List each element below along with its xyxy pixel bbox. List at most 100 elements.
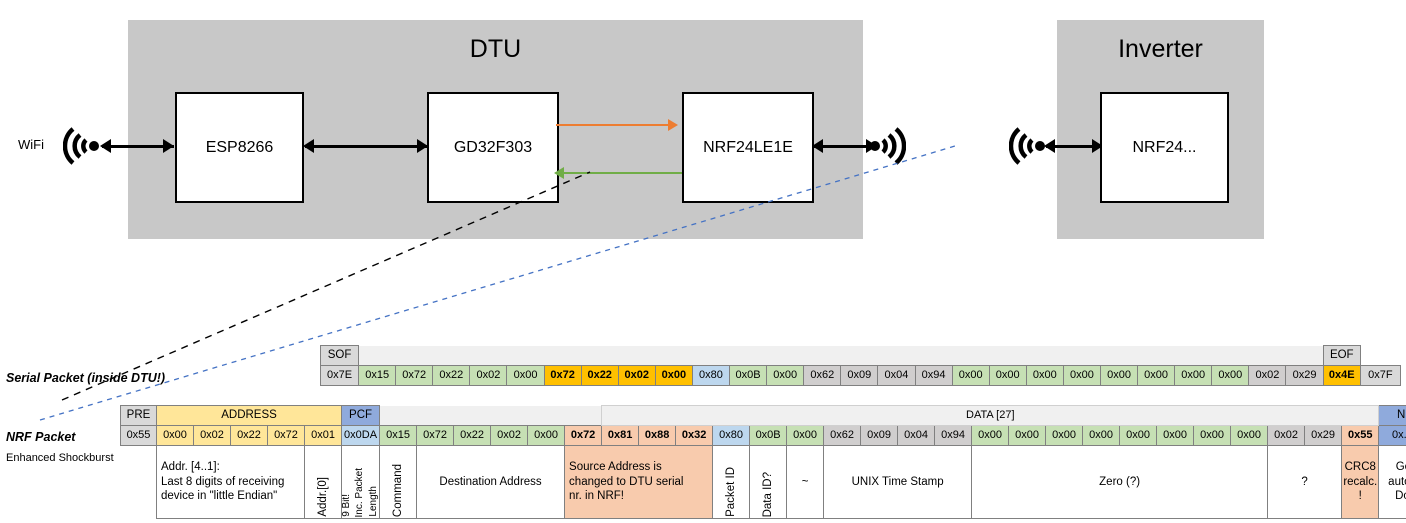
nrf-byte-cell: 0x29: [1304, 425, 1343, 446]
nrf-byte-cell: 0x01: [303, 425, 343, 446]
nrf-byte-cell: 0x04: [897, 425, 936, 446]
serial-byte-cell: 0x00: [506, 365, 545, 386]
dtu-rf-antenna-icon: [870, 127, 906, 165]
nrf-byte-cell: 0x00: [786, 425, 825, 446]
nrf-byte-cell: 0x00: [971, 425, 1010, 446]
nrf-desc-spacer: [121, 446, 157, 519]
nrf-byte-cell: 0x00: [527, 425, 566, 446]
nrf-byte-cell: 0x72: [267, 425, 305, 446]
nrf-desc-cell: Addr.[0]: [303, 445, 343, 519]
serial-byte-cell: 0x94: [914, 365, 953, 386]
nrf-byte-cell: 0x88: [638, 425, 677, 446]
nrf-byte-cell: 0x02: [1267, 425, 1306, 446]
serial-byte-cell: 0x00: [654, 365, 693, 386]
gd32-nrf-tx-link: [556, 124, 671, 126]
nrf-byte-cell: 0x02: [490, 425, 529, 446]
nrf-byte-cell: 0x22: [230, 425, 268, 446]
nrf-header-cell: NRF CRC: [1378, 405, 1406, 426]
serial-packet-label: Serial Packet (inside DTU!): [6, 371, 166, 385]
nrf-byte-cell: 0x09: [860, 425, 899, 446]
serial-byte-cell: 0x80: [691, 365, 731, 386]
dtu-title: DTU: [469, 35, 522, 63]
serial-byte-cell: 0x22: [580, 365, 619, 386]
serial-byte-cell: 0x62: [803, 365, 842, 386]
nrf-byte-cell: 0x55: [120, 425, 157, 446]
serial-byte-cell: 0x02: [1248, 365, 1287, 386]
serial-byte-cell: 0x00: [1062, 365, 1101, 386]
inverter-title: Inverter: [1118, 35, 1203, 63]
nrf-byte-cell: 0x72: [564, 425, 603, 446]
serial-byte-cell: 0x00: [988, 365, 1027, 386]
nrf-desc-cell: ?: [1267, 445, 1343, 519]
serial-byte-cell: 0x29: [1285, 365, 1324, 386]
serial-byte-cell: 0x02: [617, 365, 656, 386]
wifi-esp-arrow-right: [163, 139, 174, 153]
chip-nrf24le1e: NRF24LE1E: [682, 92, 814, 203]
chip-esp8266-label: ESP8266: [205, 138, 274, 156]
serial-byte-cell: 0x00: [766, 365, 805, 386]
nrf-byte-cell: 0x81: [601, 425, 640, 446]
nrf-byte-cell: 0x72: [416, 425, 455, 446]
serial-byte-cell: 0x7F: [1359, 365, 1402, 386]
serial-byte-cell: 0x72: [395, 365, 434, 386]
nrf-byte-cell: 0x94: [934, 425, 973, 446]
nrf-byte-cell: 0x00: [1193, 425, 1232, 446]
nrf-byte-cell: 0x00: [1082, 425, 1121, 446]
nrf-byte-cell: 0x00: [1008, 425, 1047, 446]
nrf-byte-cell: 0x15: [379, 425, 418, 446]
chip-gd32f303-label: GD32F303: [453, 138, 533, 156]
serial-header-cell: [358, 345, 1324, 366]
nrf-byte-cell: 0x32: [675, 425, 714, 446]
inverter-antenna-arrow-left: [1044, 139, 1055, 153]
nrf-byte-cell: 0x80: [712, 425, 751, 446]
inverter-antenna-icon: [1009, 127, 1045, 165]
nrf-header-cell: PCF: [341, 405, 381, 426]
esp-gd32-link: [305, 145, 427, 148]
nrf-byte-cell: 0x00: [1156, 425, 1195, 446]
nrf-byte-cell: 0x62: [823, 425, 862, 446]
chip-gd32f303: GD32F303: [427, 92, 559, 203]
serial-byte-cell: 0x04: [877, 365, 916, 386]
nrf-byte-cell: 0x00: [1230, 425, 1269, 446]
chip-nrf24-inverter-label: NRF24...: [1132, 138, 1197, 156]
chip-nrf24le1e-label: NRF24LE1E: [703, 138, 793, 156]
nrf-gd32-rx-link: [564, 172, 682, 174]
nrf-byte-cell: 0x22: [453, 425, 492, 446]
serial-byte-cell: 0x0B: [729, 365, 768, 386]
serial-byte-cell: 0x15: [358, 365, 397, 386]
serial-byte-cell: 0x00: [951, 365, 990, 386]
serial-byte-cell: 0x7E: [319, 365, 360, 386]
esp-gd32-arrow-left: [303, 139, 314, 153]
nrf-header-cell: [379, 405, 602, 426]
block-diagram: DTU Inverter WiFi ESP8266 GD32F303 NRF24…: [0, 0, 1406, 255]
nrf-desc-cell: UNIX Time Stamp: [823, 445, 973, 519]
chip-nrf24-inverter: NRF24...: [1100, 92, 1229, 203]
nrf-byte-cell: 0x00: [156, 425, 194, 446]
nrf-desc-cell: Generatedautomatically.Dont Care!: [1378, 445, 1406, 519]
wifi-antenna-icon: [63, 127, 99, 165]
nrf-header-cell: DATA [27]: [601, 405, 1380, 426]
serial-byte-cell: 0x00: [1174, 365, 1213, 386]
gd32-nrf-tx-arrow: [668, 119, 678, 131]
wifi-esp-arrow-left: [100, 139, 111, 153]
nrf-byte-cell: 0x00: [1119, 425, 1158, 446]
inverter-antenna-arrow-right: [1092, 139, 1103, 153]
serial-byte-cell: 0x09: [840, 365, 879, 386]
nrf-byte-cell: 0x00: [1045, 425, 1084, 446]
nrf-desc-cell: Command: [379, 445, 418, 519]
nrf-desc-cell: Data ID?: [749, 445, 788, 519]
serial-byte-cell: 0x00: [1025, 365, 1064, 386]
serial-header-cell: SOF: [319, 345, 360, 366]
serial-byte-cell: 0x4E: [1322, 365, 1361, 386]
serial-byte-cell: 0x00: [1211, 365, 1250, 386]
packet-tables: Serial Packet (inside DTU!) NRF Packet E…: [0, 340, 1406, 523]
wifi-label: WiFi: [18, 137, 44, 152]
nrf-byte-cell: 0x55: [1341, 425, 1380, 446]
